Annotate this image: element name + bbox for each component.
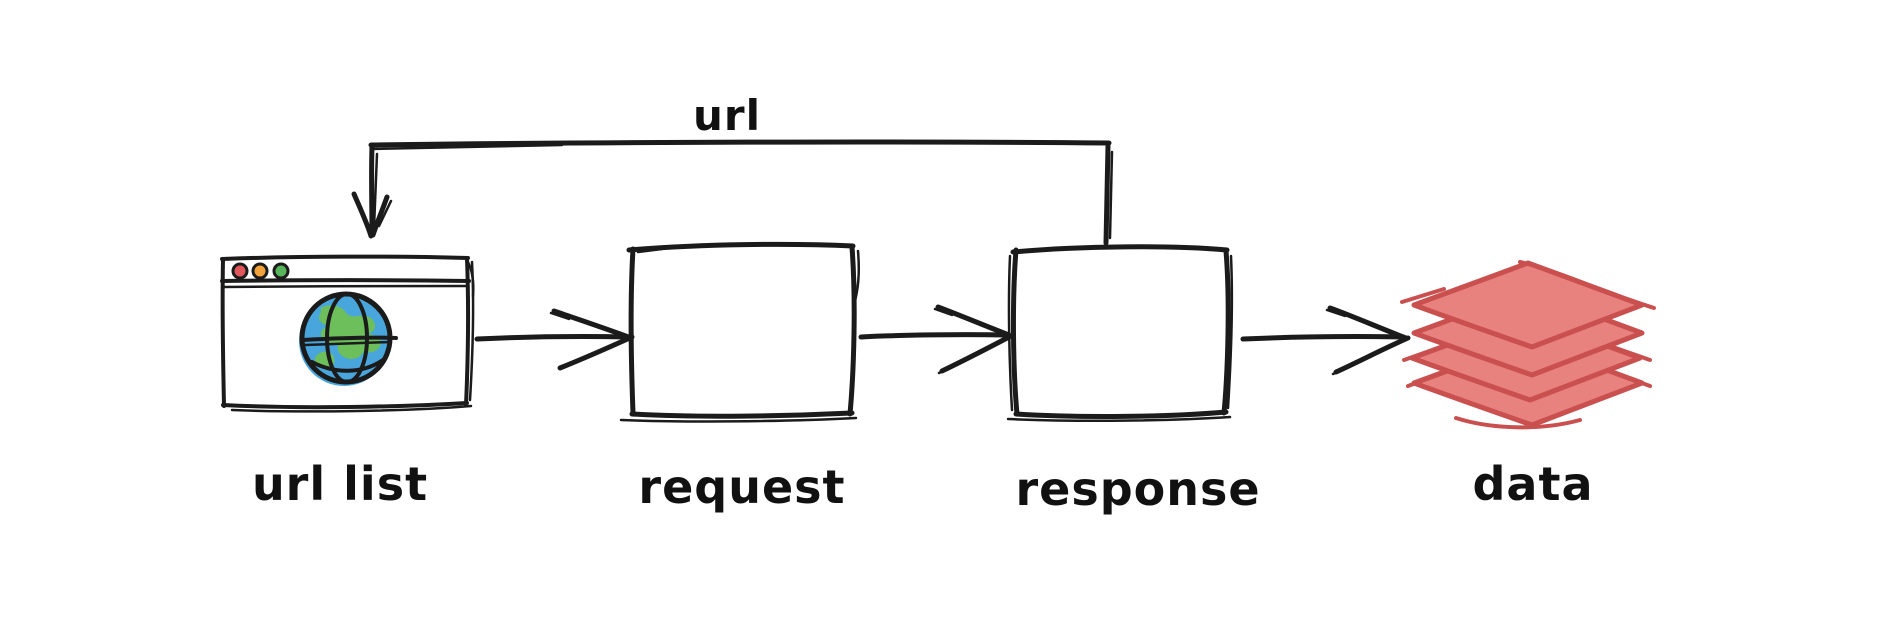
request-label: request xyxy=(638,460,845,514)
window-dot-red-icon xyxy=(231,262,249,280)
arrowhead-down-icon xyxy=(351,191,393,239)
response-box xyxy=(1006,244,1234,422)
arrow-response-to-data xyxy=(1240,305,1411,376)
window-dot-orange-icon xyxy=(251,262,269,280)
request-node xyxy=(619,241,861,423)
stacked-layers-icon xyxy=(1400,260,1656,430)
loop-edge-response-to-url-list xyxy=(351,139,1114,246)
request-box xyxy=(619,241,861,423)
data-node xyxy=(1400,260,1656,430)
window-dot-green-icon xyxy=(272,262,290,280)
response-node xyxy=(1006,244,1234,422)
arrow-request-to-response xyxy=(858,304,1014,375)
browser-window-icon xyxy=(220,254,475,413)
response-label: response xyxy=(1015,462,1260,516)
arrow-url-list-to-request xyxy=(474,308,635,371)
data-label: data xyxy=(1473,457,1594,511)
loop-edge-label: url xyxy=(693,91,761,140)
url-list-node xyxy=(220,254,475,413)
url-list-label: url list xyxy=(252,457,428,511)
globe-icon xyxy=(299,291,398,386)
